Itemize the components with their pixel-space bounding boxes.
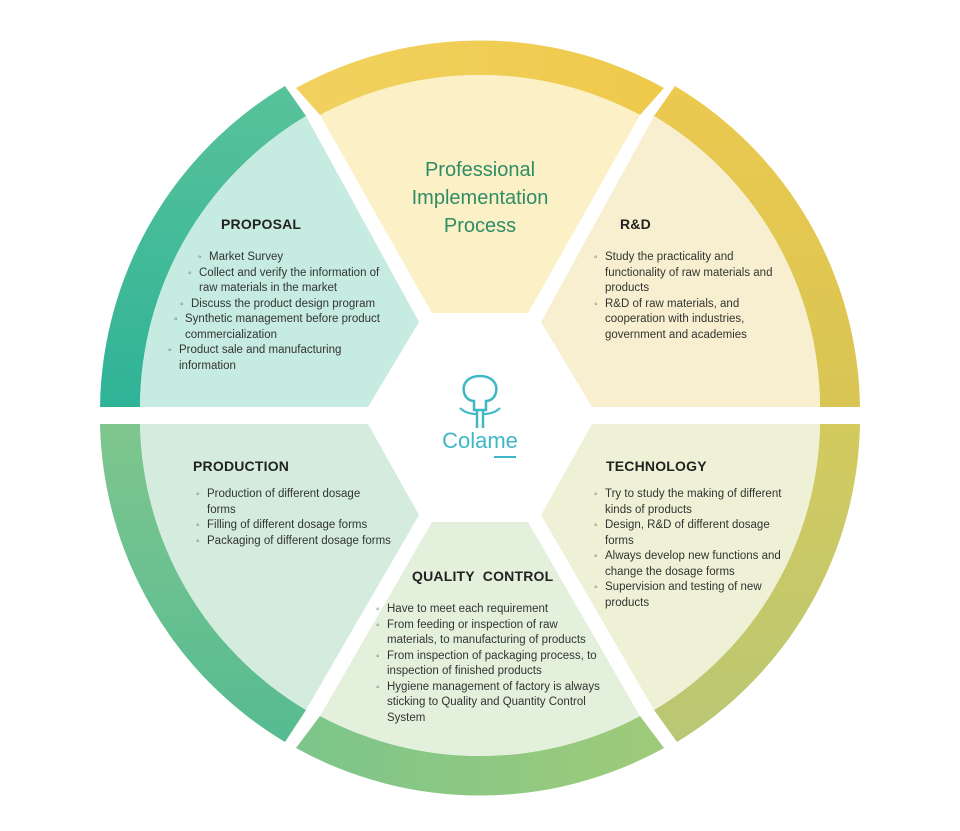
colame-logo: Colame xyxy=(430,372,530,462)
proposal-item: Discuss the product design program xyxy=(180,297,393,313)
proposal-item: Collect and verify the information of ra… xyxy=(188,266,393,297)
ring-arc-proposal xyxy=(100,86,306,407)
quality-item: Hygiene management of factory is always … xyxy=(376,680,608,727)
proposal-heading: PROPOSAL xyxy=(221,216,302,232)
technology-item: Design, R&D of different dosage forms xyxy=(594,518,784,549)
rd-item: Study the practicality and functionality… xyxy=(594,250,779,297)
wedge-top xyxy=(320,74,640,313)
logo-underline xyxy=(494,456,516,458)
quality-item: From feeding or inspection of raw materi… xyxy=(376,618,608,649)
quality-list: Have to meet each requirement From feedi… xyxy=(376,602,608,726)
proposal-item: Synthetic management before product comm… xyxy=(174,312,393,343)
ring-arc-technology xyxy=(654,424,860,742)
technology-item: Try to study the making of different kin… xyxy=(594,487,784,518)
production-list: Production of different dosage forms Fil… xyxy=(196,487,391,549)
ring-arc-rd xyxy=(654,86,860,407)
title-line-2: Implementation xyxy=(411,187,549,209)
tree-logo-icon xyxy=(459,374,501,428)
rd-heading: R&D xyxy=(620,216,651,232)
technology-item: Always develop new functions and change … xyxy=(594,549,784,580)
technology-item: Supervision and testing of new products xyxy=(594,580,784,611)
proposal-item: Market Survey xyxy=(198,250,393,266)
technology-list: Try to study the making of different kin… xyxy=(594,487,784,611)
production-item: Packaging of different dosage forms xyxy=(196,534,391,550)
technology-heading: TECHNOLOGY xyxy=(606,458,707,474)
proposal-list: Market Survey Collect and verify the inf… xyxy=(168,250,393,374)
rd-item: R&D of raw materials, and cooperation wi… xyxy=(594,297,779,344)
rd-list: Study the practicality and functionality… xyxy=(594,250,779,343)
production-item: Filling of different dosage forms xyxy=(196,518,391,534)
ring-arc-production xyxy=(100,424,306,742)
production-heading: PRODUCTION xyxy=(193,458,290,474)
proposal-item: Product sale and manufacturing informati… xyxy=(168,343,393,374)
production-item: Production of different dosage forms xyxy=(196,487,391,518)
title-line-3: Process xyxy=(443,215,517,237)
diagram-title: Professional Implementation Process xyxy=(380,156,580,240)
ring-arc-top xyxy=(296,40,664,115)
title-line-1: Professional xyxy=(424,159,536,181)
logo-text: Colame xyxy=(442,428,518,453)
quality-heading: QUALITY CONTROL xyxy=(412,568,554,584)
ring-arc-quality xyxy=(296,716,664,796)
quality-item: From inspection of packaging process, to… xyxy=(376,649,608,680)
quality-item: Have to meet each requirement xyxy=(376,602,608,618)
